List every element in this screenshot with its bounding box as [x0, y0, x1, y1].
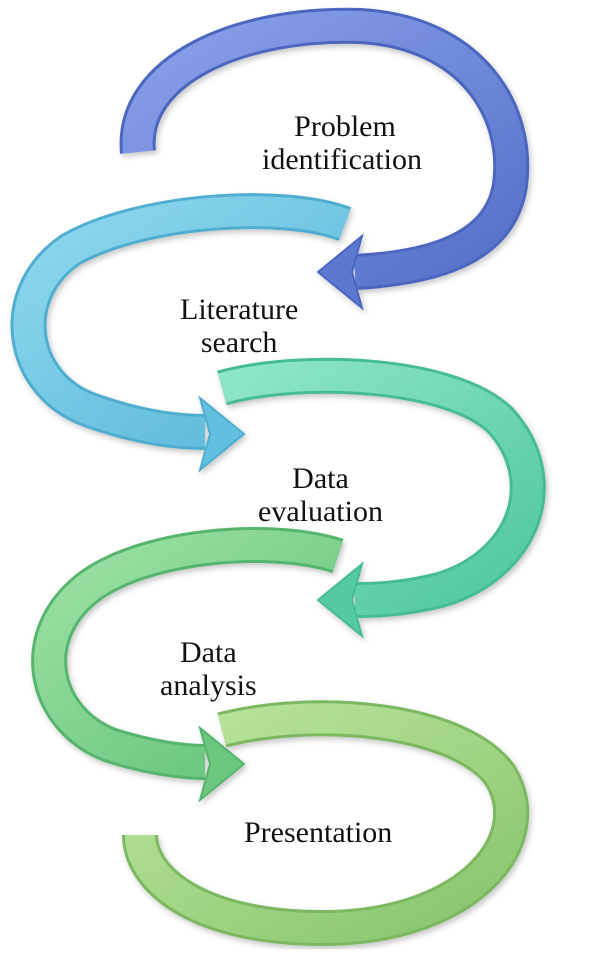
step-line: identification: [262, 143, 422, 176]
step-label-presentation: Presentation: [244, 816, 392, 849]
step-line: Data: [180, 636, 237, 669]
step-label-problem-identification: Problem identification: [262, 110, 422, 176]
step-line: Data: [292, 462, 349, 495]
arrow-data-analysis: [31, 527, 344, 803]
arrow-data-evaluation: [217, 357, 546, 639]
step-line: evaluation: [258, 495, 383, 528]
arrow-literature-search: [10, 193, 352, 473]
step-label-data-evaluation: Data evaluation: [258, 462, 383, 528]
step-label-data-analysis: Data analysis: [160, 636, 257, 702]
step-line: Presentation: [244, 816, 393, 849]
step-line: search: [200, 326, 278, 359]
step-line: Literature: [180, 293, 299, 326]
arrow-presentation: [122, 700, 530, 947]
arrow-problem-identification: [119, 7, 530, 311]
step-label-literature-search: Literature search: [180, 293, 298, 359]
step-line: Problem: [294, 110, 396, 143]
step-line: analysis: [160, 669, 257, 702]
